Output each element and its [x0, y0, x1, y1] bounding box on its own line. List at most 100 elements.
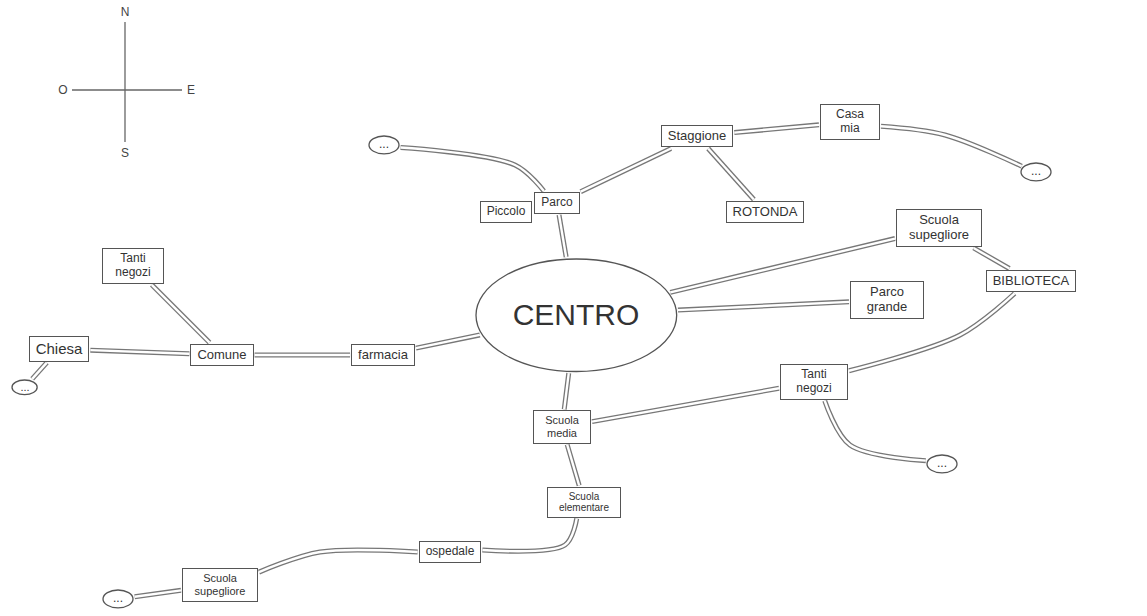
place-name: Parco grande	[857, 285, 917, 315]
road-line	[881, 126, 1022, 166]
road-line	[32, 363, 47, 379]
place-box: farmacia	[351, 344, 415, 367]
road-line	[152, 285, 210, 343]
place-ellipse: ...	[1020, 162, 1052, 182]
place-box: Scuola supegliore	[896, 209, 982, 247]
road-line	[416, 335, 480, 348]
place-name: Piccolo	[487, 205, 526, 219]
compass-letter: O	[58, 84, 67, 96]
road-line	[974, 248, 1010, 269]
place-box: Piccolo	[480, 201, 533, 223]
place-name: BIBLIOTECA	[993, 274, 1070, 289]
place-ellipse: ...	[11, 379, 38, 396]
road	[32, 363, 47, 379]
place-box: Parco	[534, 192, 579, 214]
road	[567, 445, 579, 486]
place-name: Tanti negozi	[787, 368, 841, 396]
road-center	[90, 350, 189, 354]
place-box: Scuola supegliore	[182, 568, 258, 601]
road-center	[567, 445, 579, 486]
road-center	[416, 335, 480, 348]
road-center	[401, 148, 544, 192]
place-box: Casa mia	[820, 104, 880, 140]
road-line	[564, 373, 569, 409]
road	[581, 148, 671, 191]
road-center	[734, 125, 819, 133]
place-box: Staggione	[661, 125, 734, 148]
road	[592, 388, 779, 421]
place-name: Scuola elementare	[554, 491, 614, 514]
place-name: farmacia	[358, 348, 408, 363]
place-box: Comune	[190, 344, 253, 367]
place-name: ...	[20, 381, 29, 394]
place-name: Parco	[541, 196, 572, 210]
road-center	[825, 401, 926, 461]
road	[564, 373, 569, 409]
place-name: ...	[1031, 165, 1041, 179]
place-box: Tanti negozi	[102, 248, 164, 284]
place-name: Scuola media	[540, 414, 584, 439]
place-box: Scuola elementare	[547, 487, 621, 518]
road-center	[135, 590, 181, 596]
road	[135, 590, 181, 596]
compass-axis	[72, 89, 182, 90]
road	[974, 248, 1010, 269]
road-line	[401, 148, 544, 192]
place-name: Comune	[197, 348, 246, 363]
place-name: Scuola supegliore	[189, 572, 251, 597]
road-line	[825, 401, 926, 461]
compass-letter: E	[187, 84, 195, 96]
place-name: ROTONDA	[733, 205, 798, 220]
road-line	[90, 350, 189, 354]
road	[559, 215, 566, 257]
road	[255, 355, 350, 356]
road-center	[708, 148, 754, 199]
road	[416, 335, 480, 348]
place-ellipse: ...	[926, 454, 958, 474]
road-center	[974, 248, 1010, 269]
place-name: Staggione	[668, 129, 727, 144]
road-center	[32, 363, 47, 379]
road-line	[482, 519, 576, 552]
road-line	[678, 302, 849, 310]
road-line	[592, 388, 779, 421]
road	[259, 550, 418, 572]
place-name: ...	[937, 457, 947, 471]
road-center	[259, 550, 418, 572]
road	[90, 350, 189, 354]
road-line	[581, 148, 671, 191]
road	[401, 148, 544, 192]
compass-letter: S	[121, 147, 129, 159]
road	[152, 285, 210, 343]
road-line	[559, 215, 566, 257]
road-center	[592, 388, 779, 421]
place-box: Scuola media	[533, 410, 591, 443]
place-name: ospedale	[426, 545, 475, 559]
road	[482, 519, 576, 552]
place-name: Chiesa	[36, 340, 83, 357]
road	[708, 148, 754, 199]
road-center	[564, 373, 569, 409]
place-ellipse: ...	[102, 589, 134, 609]
road-center	[881, 126, 1022, 166]
place-ellipse: CENTRO	[475, 258, 678, 373]
place-box: BIBLIOTECA	[986, 270, 1077, 293]
road-line	[734, 125, 819, 133]
place-box: ROTONDA	[726, 201, 805, 224]
road	[678, 302, 849, 310]
road-line	[708, 148, 754, 199]
place-box: Chiesa	[29, 336, 90, 361]
place-ellipse: ...	[368, 135, 400, 155]
road-line	[255, 353, 350, 358]
road	[881, 126, 1022, 166]
place-box: ospedale	[419, 541, 482, 563]
compass-axis	[124, 22, 125, 142]
place-name: CENTRO	[513, 298, 640, 333]
place-box: Parco grande	[850, 281, 924, 319]
place-name: Scuola supegliore	[903, 213, 975, 243]
road	[734, 125, 819, 133]
road-center	[581, 148, 671, 191]
road-line	[567, 445, 579, 486]
road-center	[255, 354, 350, 356]
